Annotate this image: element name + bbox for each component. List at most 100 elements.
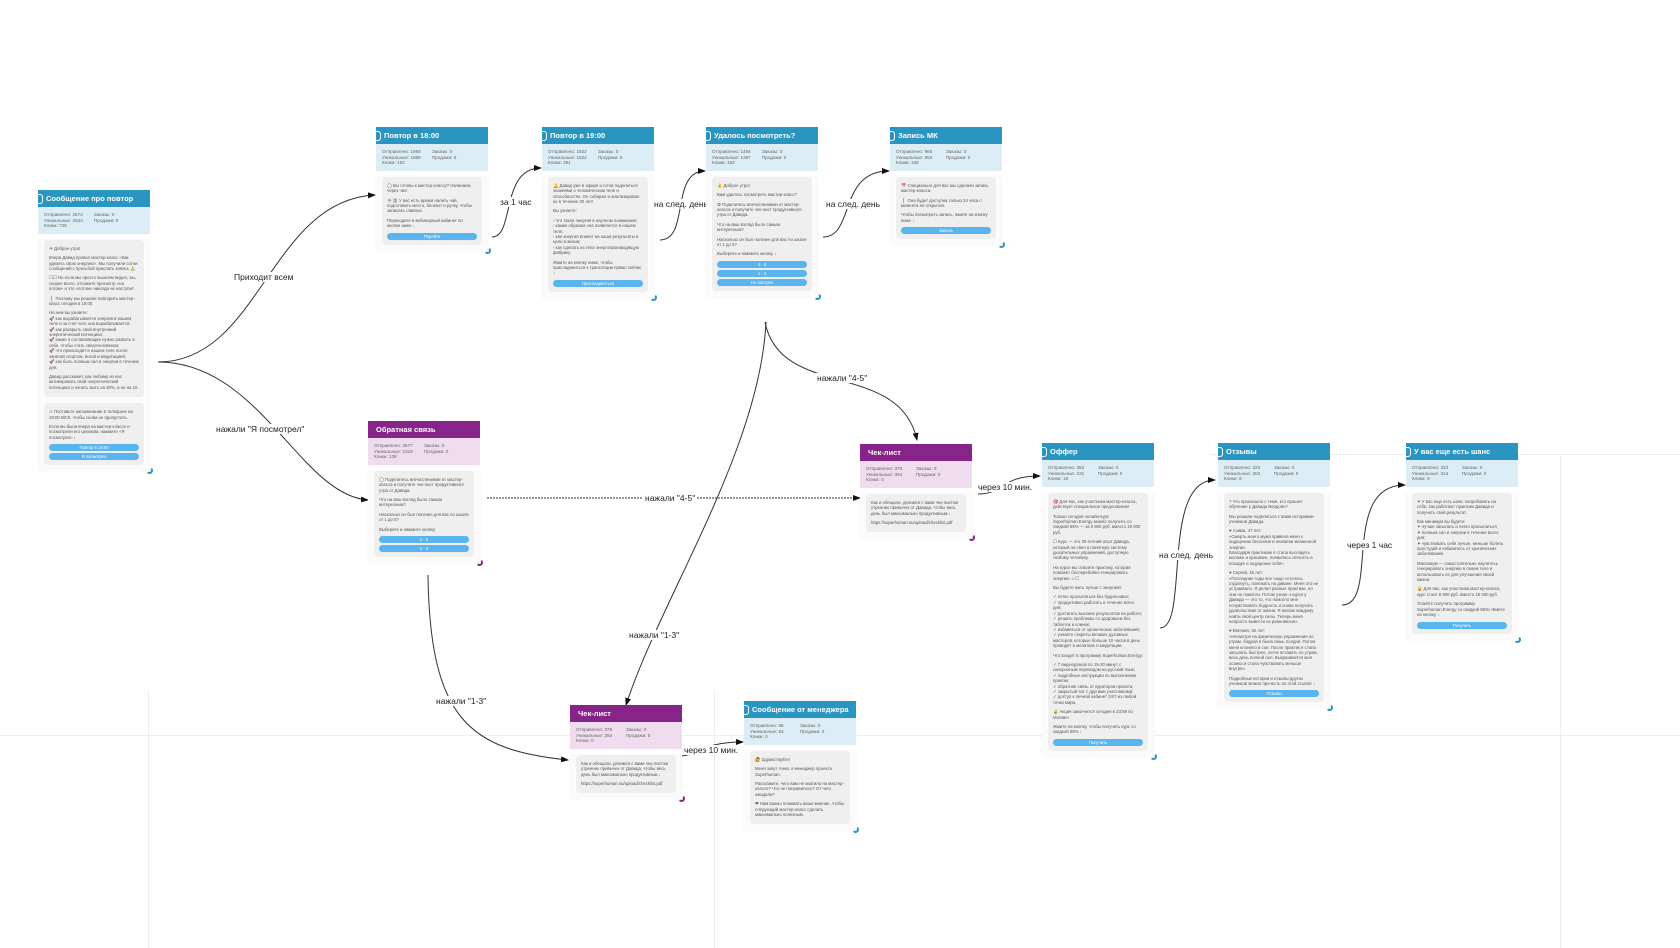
stat-value: 0 (937, 471, 941, 477)
node-header[interactable]: Оффер (1042, 443, 1154, 460)
node-anchor-icon[interactable] (1218, 447, 1223, 457)
stat-sent: Отправлено: 965 (896, 149, 946, 155)
message-button[interactable]: Присоединиться (553, 279, 643, 287)
node-message-card: Как и обещали, делимся с вами чек-листом… (860, 493, 975, 542)
node-output-port-icon[interactable] (146, 467, 153, 475)
message-button[interactable]: Повтор в 19:00 (49, 444, 139, 452)
stat-label: Отправлено: (896, 149, 924, 154)
stat-value: 2573 (72, 212, 83, 217)
node-output-port-icon[interactable] (678, 795, 685, 803)
stat-label: Отправлено: (382, 149, 410, 154)
stat-value: 0 (111, 212, 115, 217)
message-button[interactable]: 4 - 5 (379, 536, 469, 544)
node-header[interactable]: Чек-лист (570, 705, 682, 722)
edge-path (427, 574, 569, 763)
message-button[interactable]: Запись (901, 227, 991, 235)
node-anchor-icon[interactable] (38, 194, 43, 204)
node-anchor-icon[interactable] (744, 705, 749, 715)
node-header[interactable]: Чек-лист (860, 444, 972, 461)
stat-orders: Заказы: 0 (946, 149, 996, 155)
node-anchor-icon[interactable] (1042, 447, 1047, 457)
message-button[interactable]: 4 - 5 (717, 260, 807, 268)
message-paragraph: ✦ У вас еще есть шанс попробовать на себ… (1417, 498, 1497, 515)
message-paragraph: https://superhuman.su/upload/checklist.p… (871, 520, 953, 525)
stat-empty (626, 738, 676, 744)
stat-label: Клики: (866, 477, 880, 483)
node-anchor-icon[interactable] (706, 131, 711, 141)
node-output-port-icon[interactable] (650, 293, 657, 301)
message-button[interactable]: 1 - 3 (717, 269, 807, 277)
node-header[interactable]: Удалось посмотреть? (706, 127, 818, 144)
node-output-port-icon[interactable] (814, 292, 821, 300)
stat-label: Уникальные: (44, 217, 72, 223)
node-output-port-icon[interactable] (852, 826, 859, 834)
node-output-port-icon[interactable] (1150, 752, 1157, 760)
stat-label: Заказы: (946, 149, 963, 154)
edge-label-4-5: нажали "4-5" (643, 493, 698, 503)
node-header[interactable]: Повтор в 19:00 (542, 127, 654, 144)
stat-value: 64 (778, 728, 784, 734)
node-header[interactable]: У вас еще есть шанс (1406, 443, 1518, 460)
stat-unique: Уникальные: 303 (1224, 471, 1274, 477)
node-anchor-icon[interactable] (376, 131, 381, 141)
node-output-port-icon[interactable] (968, 534, 975, 542)
node-anchor-icon[interactable] (1406, 447, 1411, 457)
stat-value: 66 (778, 723, 784, 728)
stat-label: Отправлено: (576, 727, 604, 732)
message-paragraph: Как и обещали, делимся с вами чек-листом… (581, 760, 669, 777)
node-title: Чек-лист (868, 448, 901, 457)
message-paragraph: Вы узнаете: (553, 208, 577, 214)
stat-empty (916, 477, 966, 483)
node-output-port-icon[interactable] (1514, 635, 1521, 643)
message-bubble: ✌ Доброе утро!Вам удалось посмотреть мас… (712, 176, 812, 291)
node-output-port-icon[interactable] (484, 246, 491, 254)
node-header[interactable]: Обратная связь (368, 421, 480, 438)
message-button[interactable]: Я посмотрел (49, 453, 139, 461)
message-button[interactable]: 1 - 3 (379, 545, 469, 553)
message-button[interactable]: Не смотрел (717, 278, 807, 286)
message-paragraph: ◯ Вы готовы к мастер-классу? Начинаем че… (387, 182, 471, 194)
node-header[interactable]: Сообщение про повтор (38, 190, 150, 207)
node-output-port-icon[interactable] (1326, 704, 1333, 712)
stat-sales: Продажи: 0 (946, 155, 996, 161)
message-paragraph: Насколько он был полезен для вас по шкал… (717, 236, 807, 248)
node-header[interactable]: Сообщение от менеджера (744, 701, 856, 718)
message-button[interactable]: Отзывы (1229, 690, 1319, 698)
edge-label-next-day: на след. день (824, 199, 883, 209)
stat-value: 152 (397, 160, 405, 166)
message-button[interactable]: Перейти (387, 232, 477, 240)
node-anchor-icon[interactable] (542, 131, 547, 141)
node-header[interactable]: Повтор в 18:00 (376, 127, 488, 144)
node-header[interactable]: Отзывы (1218, 443, 1330, 460)
stat-value: 965 (924, 149, 933, 154)
stat-clicks: Клики: 738 (44, 223, 94, 229)
message-bubble: ⚠ Поставьте напоминание в телефоне на 19… (44, 403, 144, 466)
stat-label: Заказы: (432, 149, 449, 154)
message-bubble: ◯ Поделитесь впечатлениями от мастер-кла… (374, 470, 474, 558)
stat-empty (598, 160, 648, 166)
node-output-port-icon[interactable] (998, 241, 1005, 249)
node-anchor-icon[interactable] (890, 131, 895, 141)
stat-label: Заказы: (424, 443, 441, 448)
node-header[interactable]: Запись МК (890, 127, 1002, 144)
stat-orders: Заказы: 0 (762, 149, 812, 155)
node-output-port-icon[interactable] (476, 559, 483, 567)
message-button[interactable]: Получить (1053, 738, 1143, 746)
message-paragraph: ⚠ Поставьте напоминание в телефоне на 19… (49, 409, 133, 420)
message-button[interactable]: Получить (1417, 621, 1507, 629)
stat-label: Продажи: (94, 217, 115, 223)
